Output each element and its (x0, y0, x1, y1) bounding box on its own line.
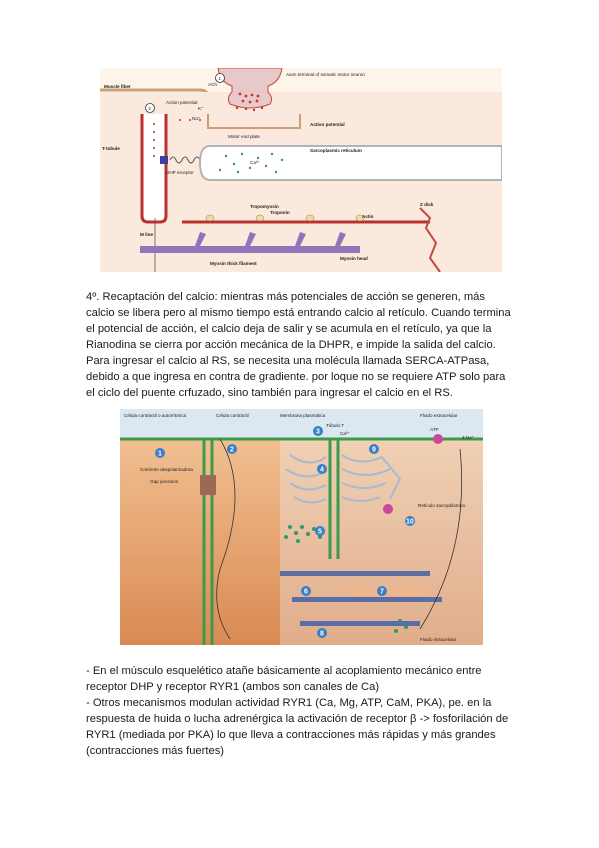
label-myosin-head: Myosin head (340, 256, 368, 261)
svg-text:7: 7 (380, 589, 384, 596)
atp-pump-sr (383, 504, 393, 514)
step-1-badge: 1 (215, 73, 225, 83)
label-dhp-receptor: DHP receptor (166, 170, 194, 175)
myosin-thick-filament (140, 246, 360, 253)
label-myosin-thick-filament: Myosin thick filament (210, 261, 257, 266)
motor-end-plate (207, 114, 301, 129)
label-action-potential-left: Action potential (166, 100, 197, 105)
ach-vesicles (235, 92, 264, 112)
label-troponin: Troponin (270, 210, 290, 215)
label-membrana-plasmatica: Membrana plasmática (280, 413, 326, 418)
svg-text:4: 4 (320, 467, 324, 474)
label-fluido-intracelular: Fluido intracelular (420, 637, 457, 642)
label-tropomyosin: Tropomyosin (250, 204, 279, 209)
svg-text:2: 2 (148, 106, 151, 111)
label-ca: Ca²⁺ (250, 160, 260, 165)
label-k: K⁺ (198, 106, 204, 111)
label-tubulo-t: Túbulo T (326, 423, 344, 428)
figure-skeletal-ec-coupling: 1 2 Muscle fiber Axon terminal of somati… (100, 68, 502, 272)
ryr-coil (169, 156, 201, 164)
svg-text:8: 8 (320, 631, 324, 638)
note-ryr1-modulation: - Otros mecanismos modulan actividad RYR… (86, 697, 509, 757)
svg-text:2: 2 (230, 447, 234, 454)
gap-junction (200, 475, 216, 495)
arrow-depolarization (216, 438, 236, 640)
label-action-potential-right: Action potential (310, 122, 345, 127)
intracellular-zone (280, 439, 483, 645)
label-reticulo-sarcoplasmico: Retículo sarcoplásmico (418, 503, 466, 508)
svg-text:3: 3 (316, 429, 320, 436)
label-gap-junctions: Gap junctions (150, 479, 179, 484)
step-2-badge: 2 (145, 103, 155, 113)
svg-text:10: 10 (406, 519, 414, 526)
dhp-receptor (160, 156, 168, 164)
svg-text:1: 1 (218, 76, 221, 81)
label-ca-extracellular: Ca²⁺ (340, 431, 350, 436)
label-fluido-extracelular: Fluido extracelular (420, 413, 458, 418)
sarcoplasmic-reticulum (285, 454, 402, 504)
svg-text:6: 6 (304, 589, 308, 596)
label-m-line: M line (140, 232, 153, 237)
label-sarcoplasmic-reticulum: Sarcoplasmic reticulum (310, 148, 362, 153)
paragraph-calcium-reuptake: 4º. Recaptación del calcio: mientras más… (86, 291, 511, 399)
paragraph-ryr1-notes: - En el músculo esquelético atañe básica… (86, 663, 516, 759)
label-celula-contractil-autorritmica: Célula contráctil o autorrítmica (124, 413, 186, 418)
label-corriente-despolarizadora: Corriente despolarizadora (140, 467, 193, 472)
svg-text:ATP: ATP (430, 427, 439, 432)
figure-cardiac-ec-coupling: ATP 1 2 3 4 5 6 7 8 9 10 Célula contráct… (120, 409, 483, 645)
svg-text:1: 1 (158, 451, 162, 458)
label-na: Na⁺ (192, 116, 201, 121)
svg-text:9: 9 (372, 447, 376, 454)
label-3na: 3 Na⁺ (462, 435, 475, 440)
label-ach: ACh (208, 82, 217, 87)
label-actin: Actin (362, 214, 374, 219)
t-tubule (140, 114, 168, 224)
troponin-tropomyosin (205, 214, 365, 222)
note-dhp-ryr1: - En el músculo esquelético atañe básica… (86, 665, 482, 693)
label-z-disk: Z disk (420, 202, 434, 207)
t-tubule (328, 439, 340, 559)
label-t-tubule: T-tubule (102, 146, 120, 151)
myosin-heads (195, 232, 346, 246)
label-celula-contractil: Célula contráctil (216, 413, 249, 418)
z-disk (419, 207, 441, 272)
axon-terminal (217, 68, 283, 109)
extracellular-region (120, 409, 483, 439)
svg-text:5: 5 (318, 529, 322, 536)
arrow-relaxation (419, 448, 463, 630)
action-potential-dots (153, 119, 201, 157)
atp-pump-membrane: ATP (430, 427, 443, 444)
label-motor-end-plate: Motor end plate (228, 134, 260, 139)
label-muscle-fiber: Muscle fiber (104, 84, 131, 89)
step-badges: 1 2 3 4 5 6 7 8 9 10 (155, 426, 415, 638)
sr-calcium-dots (218, 152, 284, 174)
label-axon-terminal: Axon terminal of somatic motor neuron (286, 72, 365, 77)
